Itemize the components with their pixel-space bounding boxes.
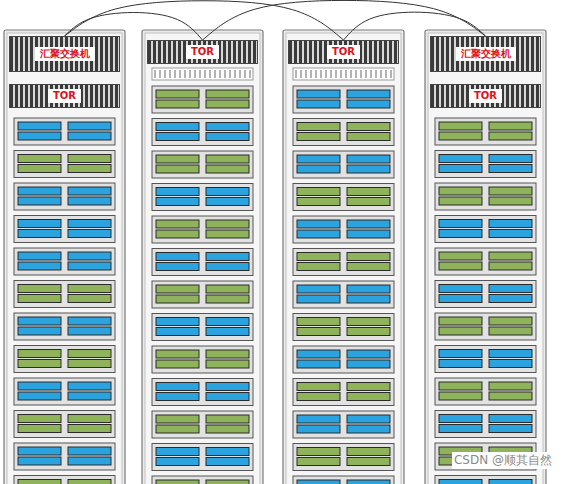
tor-switch: TOR	[430, 84, 541, 108]
switch-label: 汇聚交换机	[456, 47, 516, 61]
uplink-cable	[65, 1, 344, 40]
server-rack	[425, 30, 546, 484]
switch-label: TOR	[186, 45, 219, 59]
watermark: CSDN @顺其自然	[452, 452, 554, 469]
switch-label: TOR	[327, 45, 360, 59]
tor-switch: TOR	[288, 40, 399, 64]
tor-switch: TOR	[9, 84, 120, 108]
server-rack	[283, 30, 404, 484]
tor-switch: TOR	[147, 40, 258, 64]
aggregation-switch: 汇聚交换机	[9, 36, 120, 72]
server-rack	[142, 30, 263, 484]
switch-label: TOR	[469, 89, 502, 103]
server-rack	[4, 30, 125, 484]
switch-label: 汇聚交换机	[35, 47, 95, 61]
aggregation-switch: 汇聚交换机	[430, 36, 541, 72]
uplink-cable	[203, 0, 486, 40]
switch-label: TOR	[48, 89, 81, 103]
